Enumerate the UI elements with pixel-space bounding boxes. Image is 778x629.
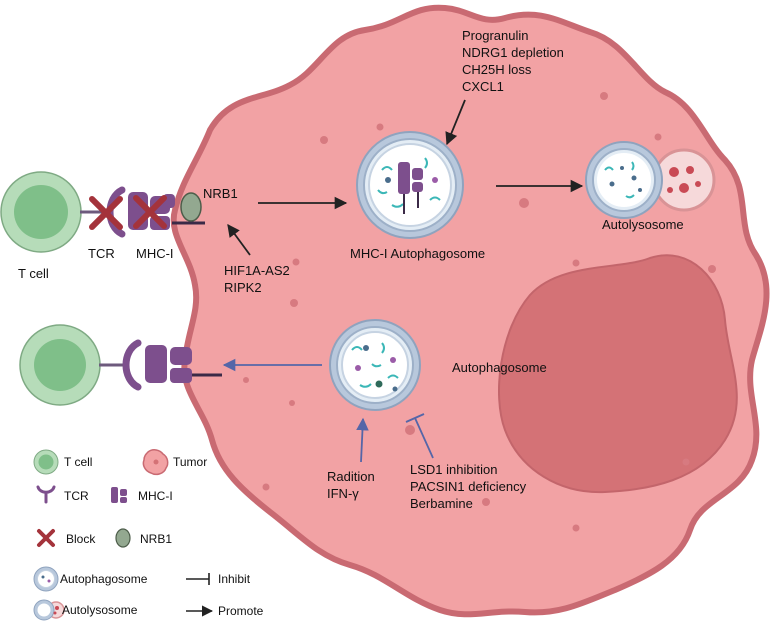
cytoplasm-dots bbox=[243, 92, 716, 532]
inhibit-line-lsd1 bbox=[414, 417, 434, 459]
legend-block-icon bbox=[37, 529, 55, 547]
legend-tcell-label: T cell bbox=[64, 455, 92, 469]
t-cell-label: T cell bbox=[18, 266, 49, 281]
autophagosome-label: Autophagosome bbox=[452, 360, 547, 375]
t-cell-bottom bbox=[19, 324, 101, 406]
legend-mhc1-icon bbox=[111, 487, 127, 503]
legend: T cell Tumor TCR MHC-I Block NRB1 bbox=[33, 449, 264, 621]
factor-lsd1: LSD1 inhibition bbox=[410, 462, 497, 477]
tumor-nucleus bbox=[497, 254, 738, 494]
t-cell-top bbox=[0, 171, 82, 253]
legend-tcell-icon bbox=[33, 449, 59, 475]
legend-autophagosome-icon bbox=[33, 566, 59, 592]
arrow-radition-promote bbox=[356, 417, 369, 463]
mhc1-label: MHC-I bbox=[136, 246, 174, 261]
autophagosome-middle bbox=[329, 319, 421, 411]
factor-ifn-gamma: IFN-γ bbox=[327, 486, 359, 501]
factor-pacsin1: PACSIN1 deficiency bbox=[410, 479, 527, 494]
mhc1-autophagosome bbox=[356, 131, 464, 239]
legend-inhibit-label: Inhibit bbox=[218, 572, 251, 586]
block-cross-mhc bbox=[133, 195, 167, 229]
legend-nrb1-icon bbox=[115, 528, 131, 548]
factor-ch25h: CH25H loss bbox=[462, 62, 532, 77]
legend-nrb1-label: NRB1 bbox=[140, 532, 172, 546]
legend-autolysosome-label: Autolysosome bbox=[62, 603, 138, 617]
legend-tumor-label: Tumor bbox=[173, 455, 207, 469]
legend-tcr-icon bbox=[36, 485, 56, 504]
inhibit-bar-lsd1 bbox=[405, 413, 425, 423]
arrow-hif1a-to-nrb1 bbox=[227, 223, 251, 256]
mhc1-autophagosome-label: MHC-I Autophagosome bbox=[350, 246, 485, 261]
legend-inhibit-icon bbox=[186, 573, 210, 585]
autolysosome bbox=[585, 141, 716, 219]
nrb1-marker bbox=[180, 192, 202, 222]
autolysosome-label: Autolysosome bbox=[602, 217, 684, 232]
mhc1-bottom bbox=[145, 345, 192, 383]
block-cross-tcr bbox=[89, 196, 123, 230]
legend-tumor-icon bbox=[142, 449, 169, 476]
legend-autophagosome-label: Autophagosome bbox=[60, 572, 148, 586]
legend-autolysosome-icon bbox=[33, 599, 65, 621]
factor-berbamine: Berbamine bbox=[410, 496, 473, 511]
tcr-label: TCR bbox=[88, 246, 115, 261]
legend-mhc1-label: MHC-I bbox=[138, 489, 173, 503]
legend-tcr-label: TCR bbox=[64, 489, 89, 503]
factor-ripk2: RIPK2 bbox=[224, 280, 262, 295]
legend-block-label: Block bbox=[66, 532, 96, 546]
nrb1-label: NRB1 bbox=[203, 186, 238, 201]
factor-radition: Radition bbox=[327, 469, 375, 484]
arrow-factors-to-autophagosome bbox=[445, 99, 466, 146]
tcr-receptor-bottom bbox=[122, 339, 142, 391]
factor-cxcl1: CXCL1 bbox=[462, 79, 504, 94]
legend-promote-label: Promote bbox=[218, 604, 264, 618]
factor-ndrg1: NDRG1 depletion bbox=[462, 45, 564, 60]
factor-progranulin: Progranulin bbox=[462, 28, 529, 43]
factor-hif1a-as2: HIF1A-AS2 bbox=[224, 263, 290, 278]
